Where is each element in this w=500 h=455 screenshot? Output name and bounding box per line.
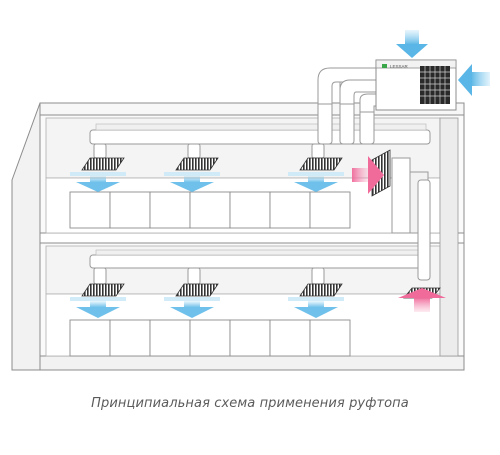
lower-supply-arrows — [70, 297, 344, 318]
diagram-caption: Принципиальная схема применения руфтопа — [91, 396, 409, 411]
condenser-grid-icon — [420, 66, 450, 104]
lower-supply-grilles — [81, 283, 343, 297]
upper-supply-grilles — [81, 157, 343, 171]
rooftop-ducts — [317, 67, 377, 113]
upper-return-arrow — [352, 156, 384, 194]
outdoor-air-arrow-right — [458, 64, 490, 96]
lower-floor-windows — [69, 319, 351, 357]
outdoor-air-arrow-top — [396, 30, 428, 58]
unit-brand-label: LESSAR — [390, 64, 409, 69]
lower-floor-ducts — [89, 179, 431, 285]
upper-supply-arrows — [70, 172, 344, 192]
unit-logo-icon — [382, 64, 387, 68]
upper-floor-windows — [69, 191, 351, 229]
lower-return-arrow — [398, 288, 446, 312]
rooftop-unit: LESSAR — [375, 59, 457, 111]
